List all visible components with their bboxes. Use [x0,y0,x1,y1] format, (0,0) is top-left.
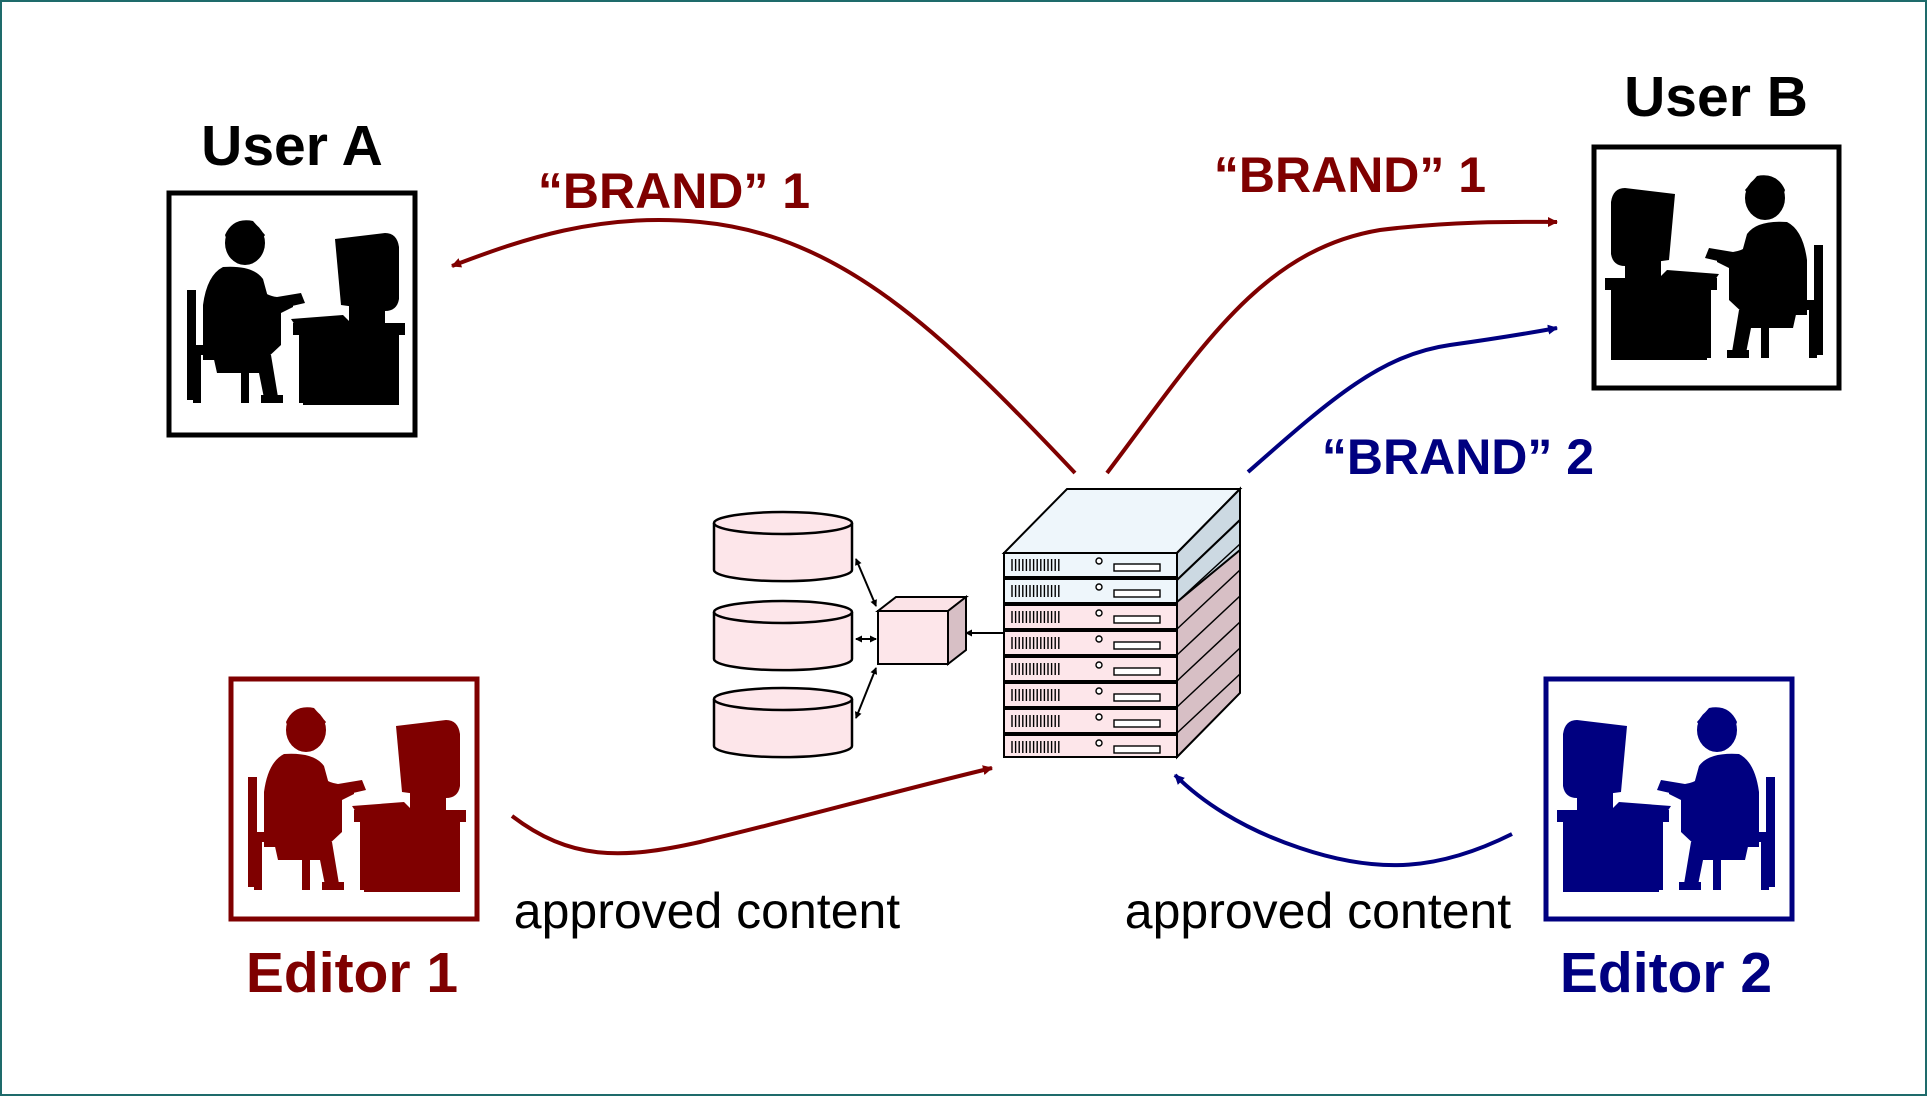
brand-1-right-label: “BRAND” 1 [1214,147,1486,203]
user-b-label: User B [1624,65,1808,129]
server-rack-icon [1001,486,1243,760]
brand-1-left-label: “BRAND” 1 [538,163,810,219]
brand1-to-user-b-arrow [1105,216,1558,475]
database-cylinder-icon [712,686,854,759]
approved-content-left-label: approved content [514,883,901,939]
editor1-to-server-arrow [510,765,993,856]
approved-content-right-label: approved content [1125,883,1512,939]
brand2-to-user-b-arrow [1246,324,1558,474]
server-unit-details [1011,557,1161,754]
database-group [712,510,854,759]
database-cylinder-icon [712,510,854,583]
connector-box-icon [875,594,969,667]
brand-2-right-label: “BRAND” 2 [1322,429,1594,485]
editor2-to-server-arrow [1173,773,1513,868]
editor-2-label: Editor 2 [1560,941,1772,1005]
editor-1-node [228,676,480,922]
user-a-node [166,190,418,438]
user-a-label: User A [201,114,383,178]
database-cylinder-icon [712,599,854,672]
editor-2-node [1543,676,1795,922]
editor-1-label: Editor 1 [246,941,458,1005]
brand1-to-user-a-arrow [451,217,1077,475]
user-b-node [1591,144,1842,391]
